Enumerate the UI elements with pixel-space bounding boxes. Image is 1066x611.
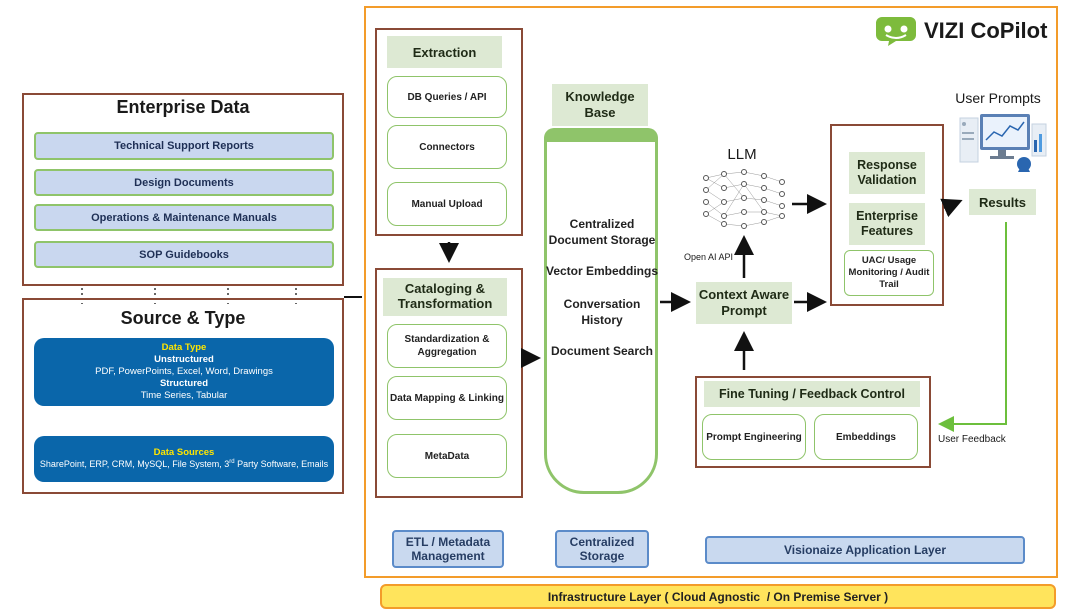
brand: VIZI CoPilot — [874, 14, 1054, 48]
source-type-panel — [22, 298, 344, 494]
source-type-title: Source & Type — [120, 308, 246, 328]
enterprise-item: Technical Support Reports — [34, 132, 334, 160]
data-sources-list: SharePoint, ERP, CRM, MySQL, File System… — [39, 459, 329, 470]
application-layer-label: Visionaize Application Layer — [705, 536, 1025, 564]
prompt-engineering: Prompt Engineering — [702, 414, 806, 460]
structured-label: Structured — [159, 377, 209, 389]
llm-label: LLM — [727, 146, 757, 163]
extraction-title: Extraction — [387, 36, 502, 68]
data-sources-heading: Data Sources — [153, 447, 215, 459]
unstructured-label: Unstructured — [154, 354, 214, 366]
neural-network-icon — [703, 169, 785, 229]
structured-formats: Time Series, Tabular — [140, 389, 228, 401]
storage-layer-label: Centralized Storage — [555, 530, 649, 568]
infrastructure-layer-label: Infrastructure Layer ( Cloud Agnostic / … — [547, 589, 889, 604]
context-aware-prompt: Context Aware Prompt — [696, 282, 792, 324]
embeddings: Embeddings — [814, 414, 918, 460]
extraction-item: Manual Upload — [387, 182, 507, 226]
cataloging-item: MetaData — [387, 434, 507, 478]
chat-logo-icon — [876, 17, 916, 46]
data-type-heading: Data Type — [161, 342, 207, 354]
cataloging-panel — [375, 268, 523, 498]
data-type-card: Data Type Unstructured PDF, PowerPoints,… — [34, 338, 334, 406]
user-prompts-label: User Prompts — [955, 90, 1041, 106]
kb-item: Centralized Document Storage — [548, 217, 656, 248]
kb-item: Vector Embeddings — [545, 264, 659, 278]
dashboard-icon — [959, 114, 1047, 172]
knowledge-base-top — [544, 128, 658, 142]
enterprise-data-title: Enterprise Data — [116, 97, 250, 117]
user-feedback-label: User Feedback — [938, 434, 1006, 445]
extraction-item: DB Queries / API — [387, 76, 507, 118]
brand-name: VIZI CoPilot — [924, 18, 1048, 43]
enterprise-data-panel — [22, 93, 344, 286]
knowledge-base-cylinder — [544, 128, 658, 494]
unstructured-formats: PDF, PowerPoints, Excel, Word, Drawings — [95, 366, 273, 378]
kb-item: Conversation History — [563, 297, 641, 328]
openai-api-label: Open AI API — [684, 252, 734, 262]
cataloging-item: Data Mapping & Linking — [387, 376, 507, 420]
response-validation: Response Validation — [849, 152, 925, 194]
knowledge-base-title: Knowledge Base — [552, 84, 648, 126]
extraction-panel — [375, 28, 523, 236]
fine-tuning-title: Fine Tuning / Feedback Control — [704, 381, 920, 407]
enterprise-features: Enterprise Features — [849, 203, 925, 245]
uac-monitoring: UAC/ Usage Monitoring / Audit Trail — [844, 250, 934, 296]
infrastructure-layer: Infrastructure Layer ( Cloud Agnostic / … — [380, 584, 1056, 609]
cataloging-item: Standardization & Aggregation — [387, 324, 507, 368]
enterprise-item: Design Documents — [34, 169, 334, 196]
fine-tuning-panel — [695, 376, 931, 468]
platform-frame — [364, 6, 1058, 578]
extraction-item: Connectors — [387, 125, 507, 169]
enterprise-item: SOP Guidebooks — [34, 241, 334, 268]
data-sources-card: Data Sources SharePoint, ERP, CRM, MySQL… — [34, 436, 334, 482]
cataloging-title: Cataloging & Transformation — [383, 278, 507, 316]
etl-layer-label: ETL / Metadata Management — [392, 530, 504, 568]
enterprise-item: Operations & Maintenance Manuals — [34, 204, 334, 231]
results-box: Results — [969, 189, 1036, 215]
kb-item: Document Search — [550, 344, 654, 358]
